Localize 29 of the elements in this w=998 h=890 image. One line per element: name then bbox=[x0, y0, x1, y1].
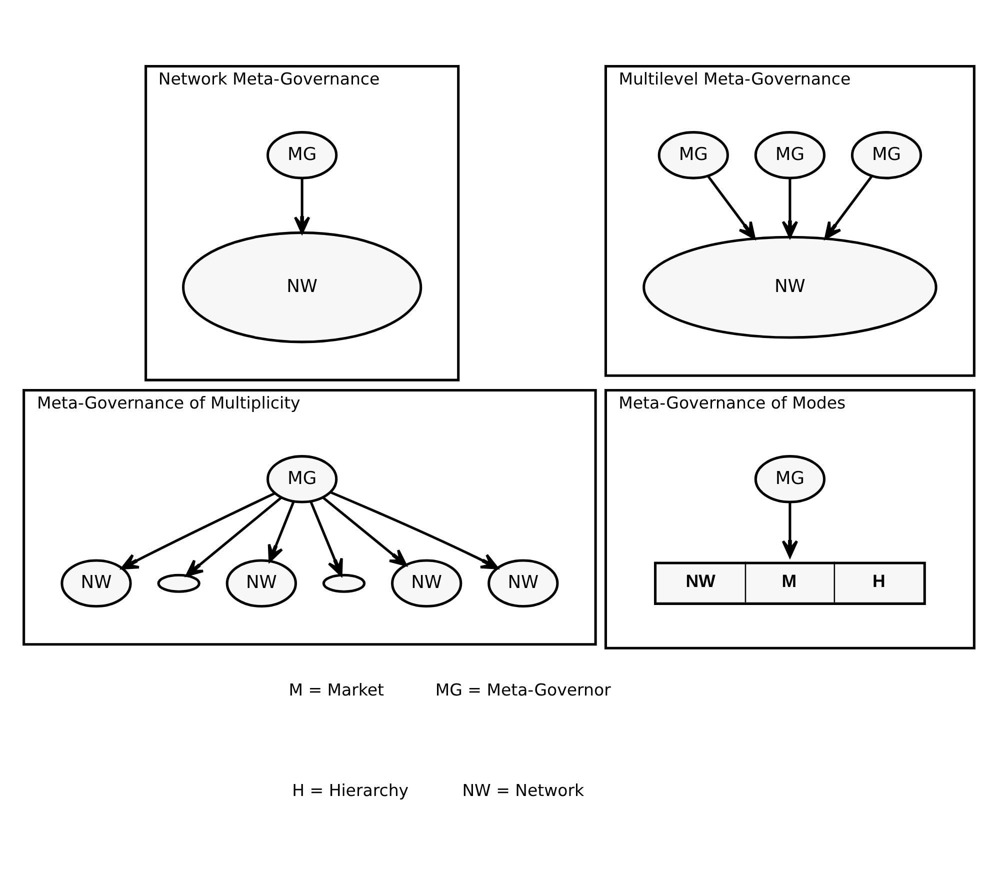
node-ellipse: MG bbox=[266, 130, 338, 179]
node-ellipse: NW bbox=[182, 230, 422, 343]
arrow bbox=[268, 500, 295, 562]
arrow bbox=[782, 178, 798, 238]
node-ellipse: NW bbox=[391, 558, 462, 607]
node-ellipse: NW bbox=[488, 558, 559, 607]
node-ellipse bbox=[157, 573, 200, 592]
arrow bbox=[330, 490, 499, 569]
arrow bbox=[824, 174, 873, 239]
node-ellipse: MG bbox=[266, 454, 338, 503]
arrow bbox=[310, 500, 343, 576]
node-ellipse: MG bbox=[850, 130, 922, 179]
node-ellipse: MG bbox=[658, 130, 729, 179]
arrow bbox=[782, 502, 798, 558]
arrow bbox=[294, 178, 310, 234]
label: M = Market bbox=[288, 680, 384, 700]
arrow bbox=[707, 174, 756, 239]
node-ellipse: NW bbox=[642, 235, 938, 338]
node-ellipse: MG bbox=[754, 454, 826, 503]
node-ellipse: NW bbox=[226, 558, 297, 607]
label: MG = Meta-Governor bbox=[435, 680, 611, 700]
label: NW = Network bbox=[462, 780, 584, 800]
node-ellipse: MG bbox=[754, 130, 826, 179]
node-ellipse: NW bbox=[60, 558, 132, 607]
arrow bbox=[186, 496, 282, 576]
arrow bbox=[322, 496, 408, 566]
label: H = Hierarchy bbox=[292, 780, 409, 800]
arrow bbox=[120, 492, 276, 569]
node-ellipse bbox=[322, 573, 366, 592]
